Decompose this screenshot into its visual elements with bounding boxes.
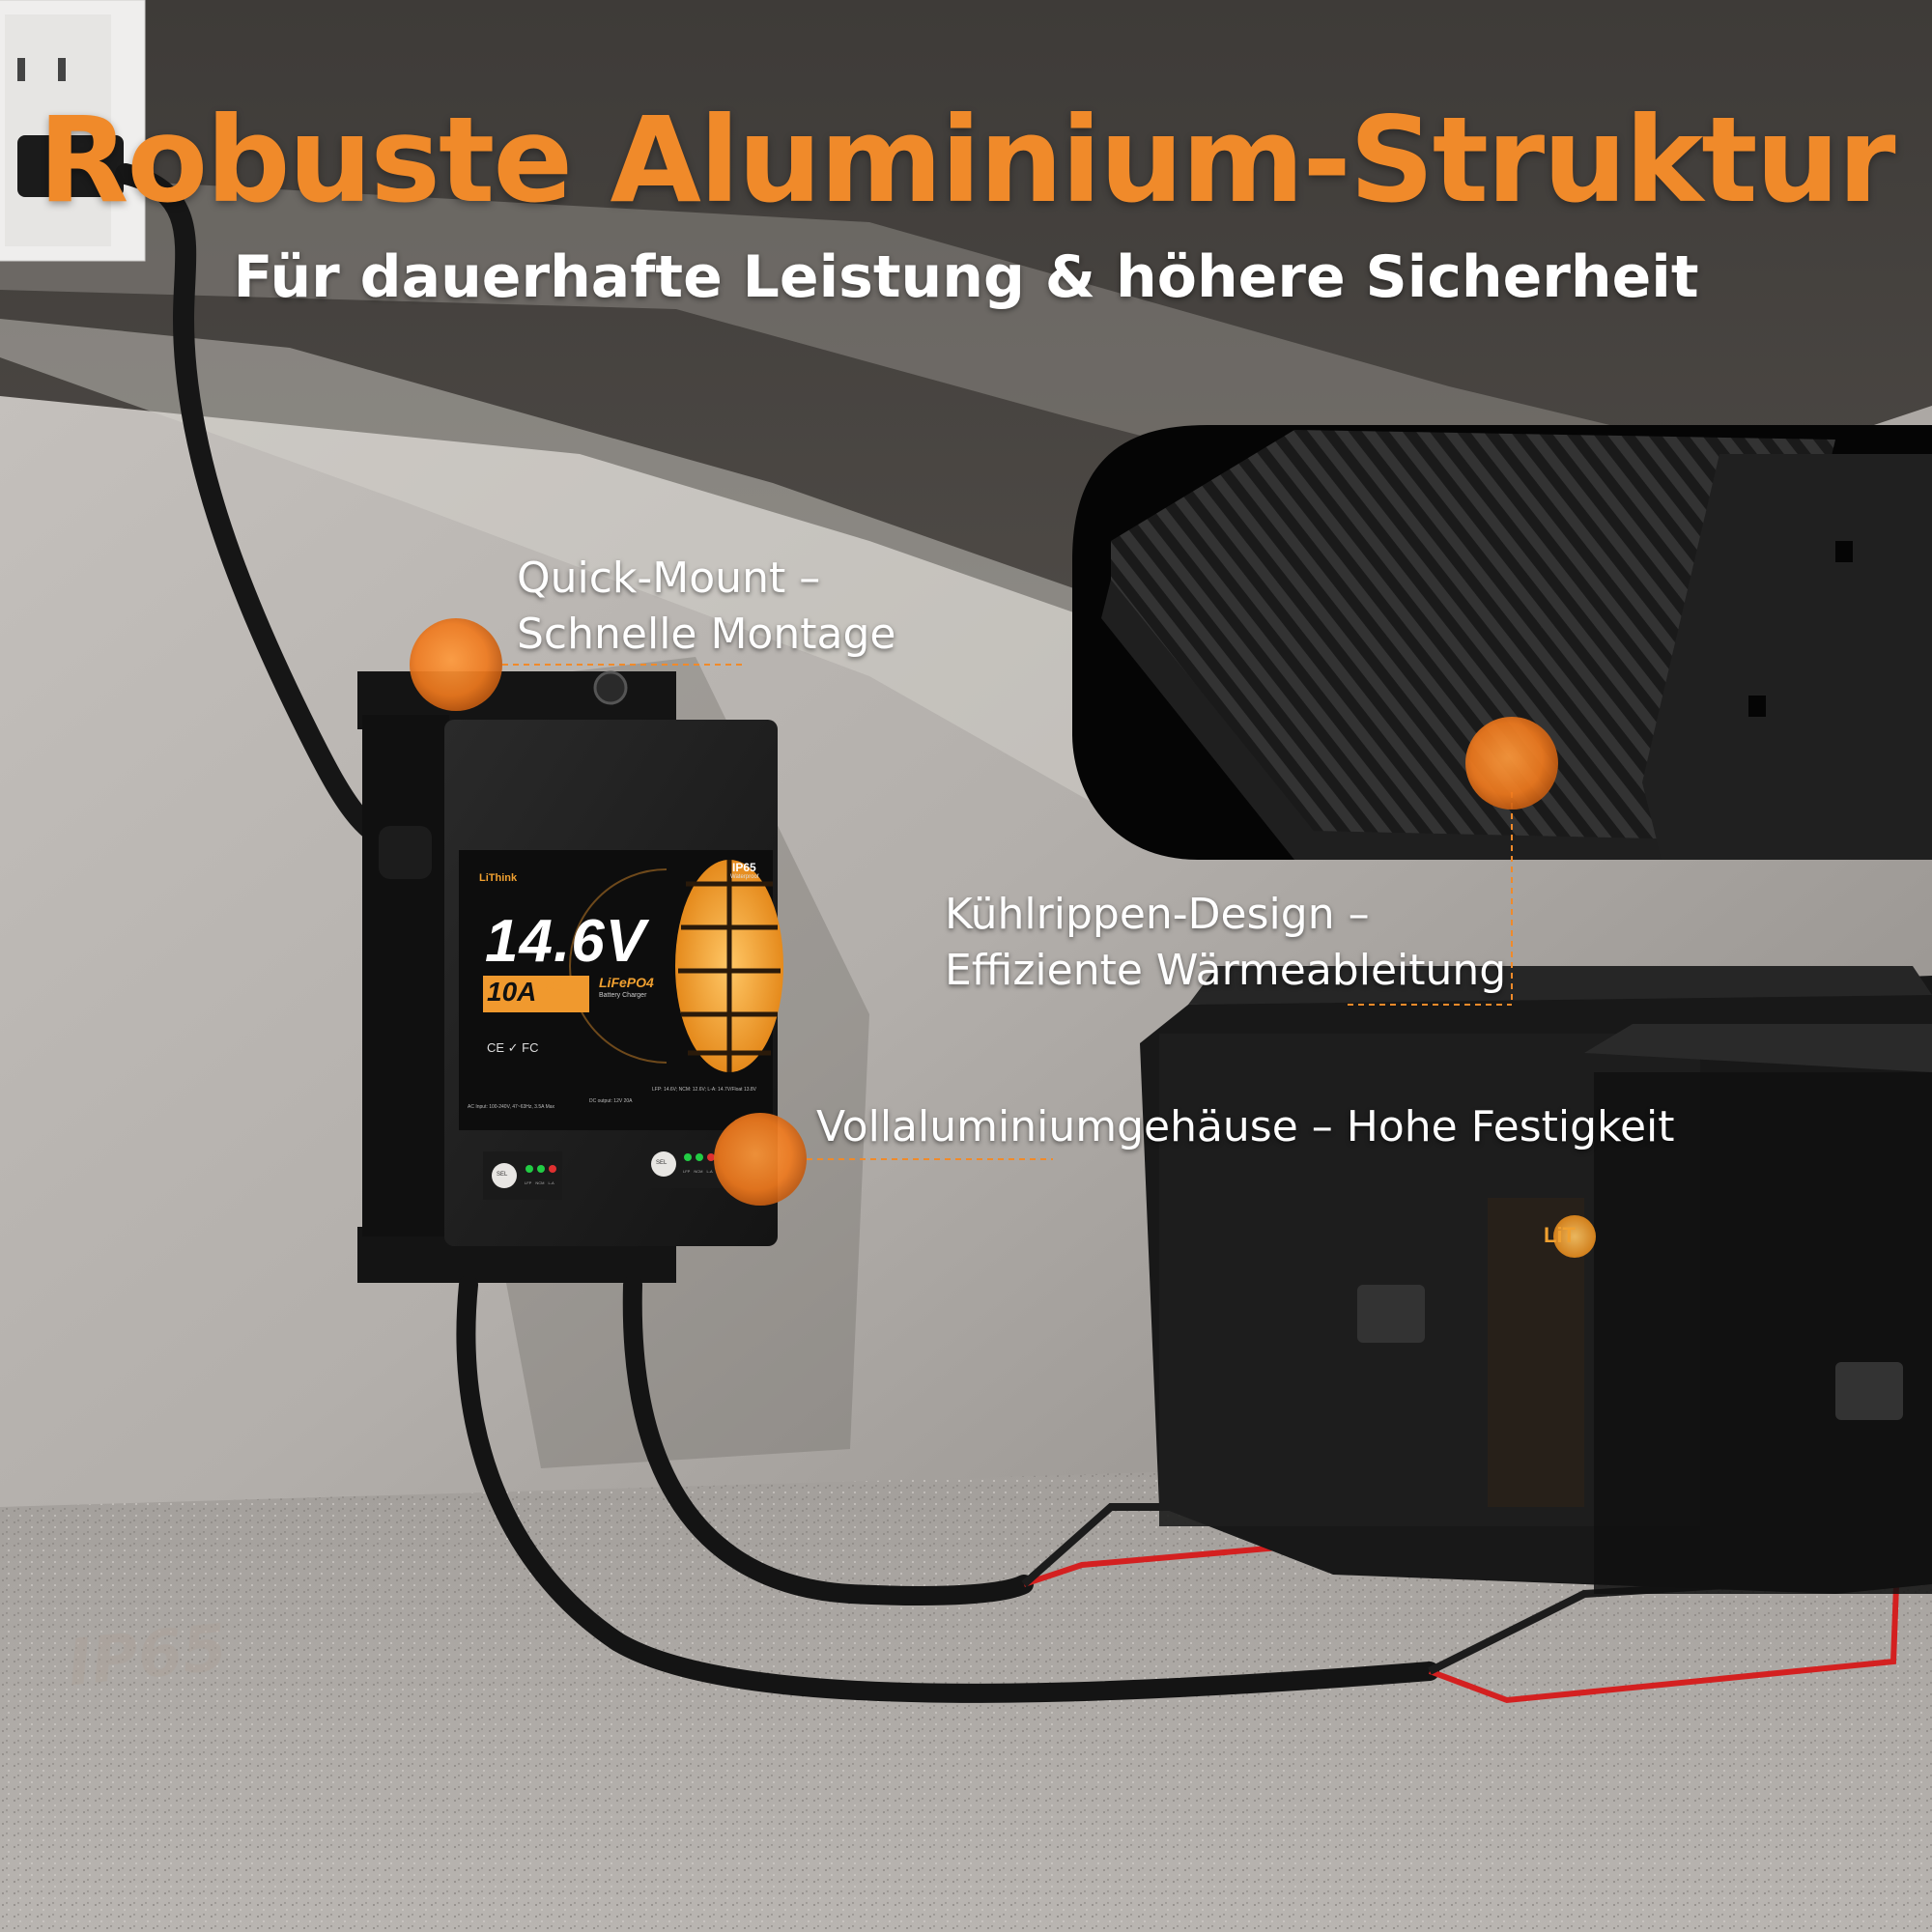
callout-cooling-fins: Kühlrippen-Design – Effiziente Wärmeable… xyxy=(945,887,1506,999)
page-subtitle: Für dauerhafte Leistung & höhere Sicherh… xyxy=(233,243,1699,311)
mode-spec: LFP: 14.6V; NCM: 12.6V; L-A: 14.7V/Float… xyxy=(652,1087,757,1093)
callout-cooling-fins-line-2: Effiziente Wärmeableitung xyxy=(945,946,1507,995)
callout-housing-line-1: Vollaluminiumgehäuse – Hohe Festigkeit xyxy=(816,1102,1675,1151)
certification-marks: CE ✓ FC xyxy=(487,1040,539,1055)
ac-input-spec: AC Input: 100-240V, 47~63Hz, 3.5A Max xyxy=(468,1104,555,1110)
callout-quick-mount-line-2: Schnelle Montage xyxy=(517,610,896,659)
sel-button-left: SEL xyxy=(497,1172,508,1178)
charger-label: LiThink IP65 Waterproof 14.6V 10A ×2 LiF… xyxy=(464,855,773,1135)
chemistry-label: LiFePO4 xyxy=(599,975,654,990)
ip-rating-sub: Waterproof xyxy=(730,874,759,880)
callout-housing: Vollaluminiumgehäuse – Hohe Festigkeit xyxy=(816,1099,1675,1155)
page-title: Robuste Aluminium-Struktur xyxy=(38,92,1895,229)
current-label: 10A xyxy=(487,977,537,1007)
dc-output-spec: DC output: 12V 20A xyxy=(589,1098,633,1104)
led-labels-right: LFP NCM L-A xyxy=(683,1169,713,1174)
brand-logo: LiThink xyxy=(479,872,518,884)
ip-rating: IP65 xyxy=(732,861,756,874)
callout-quick-mount-line-1: Quick-Mount – xyxy=(517,554,821,603)
voltage-label: 14.6V xyxy=(485,908,647,975)
callout-quick-mount: Quick-Mount – Schnelle Montage xyxy=(517,551,895,663)
multiplier-label: ×2 xyxy=(545,979,563,995)
battery-brand: LiT xyxy=(1544,1223,1576,1247)
type-label: Battery Charger xyxy=(599,992,647,999)
led-labels-left: LFP NCM L-A xyxy=(525,1180,554,1185)
callout-cooling-fins-line-1: Kühlrippen-Design – xyxy=(945,890,1370,939)
sel-button-right: SEL xyxy=(656,1160,668,1166)
